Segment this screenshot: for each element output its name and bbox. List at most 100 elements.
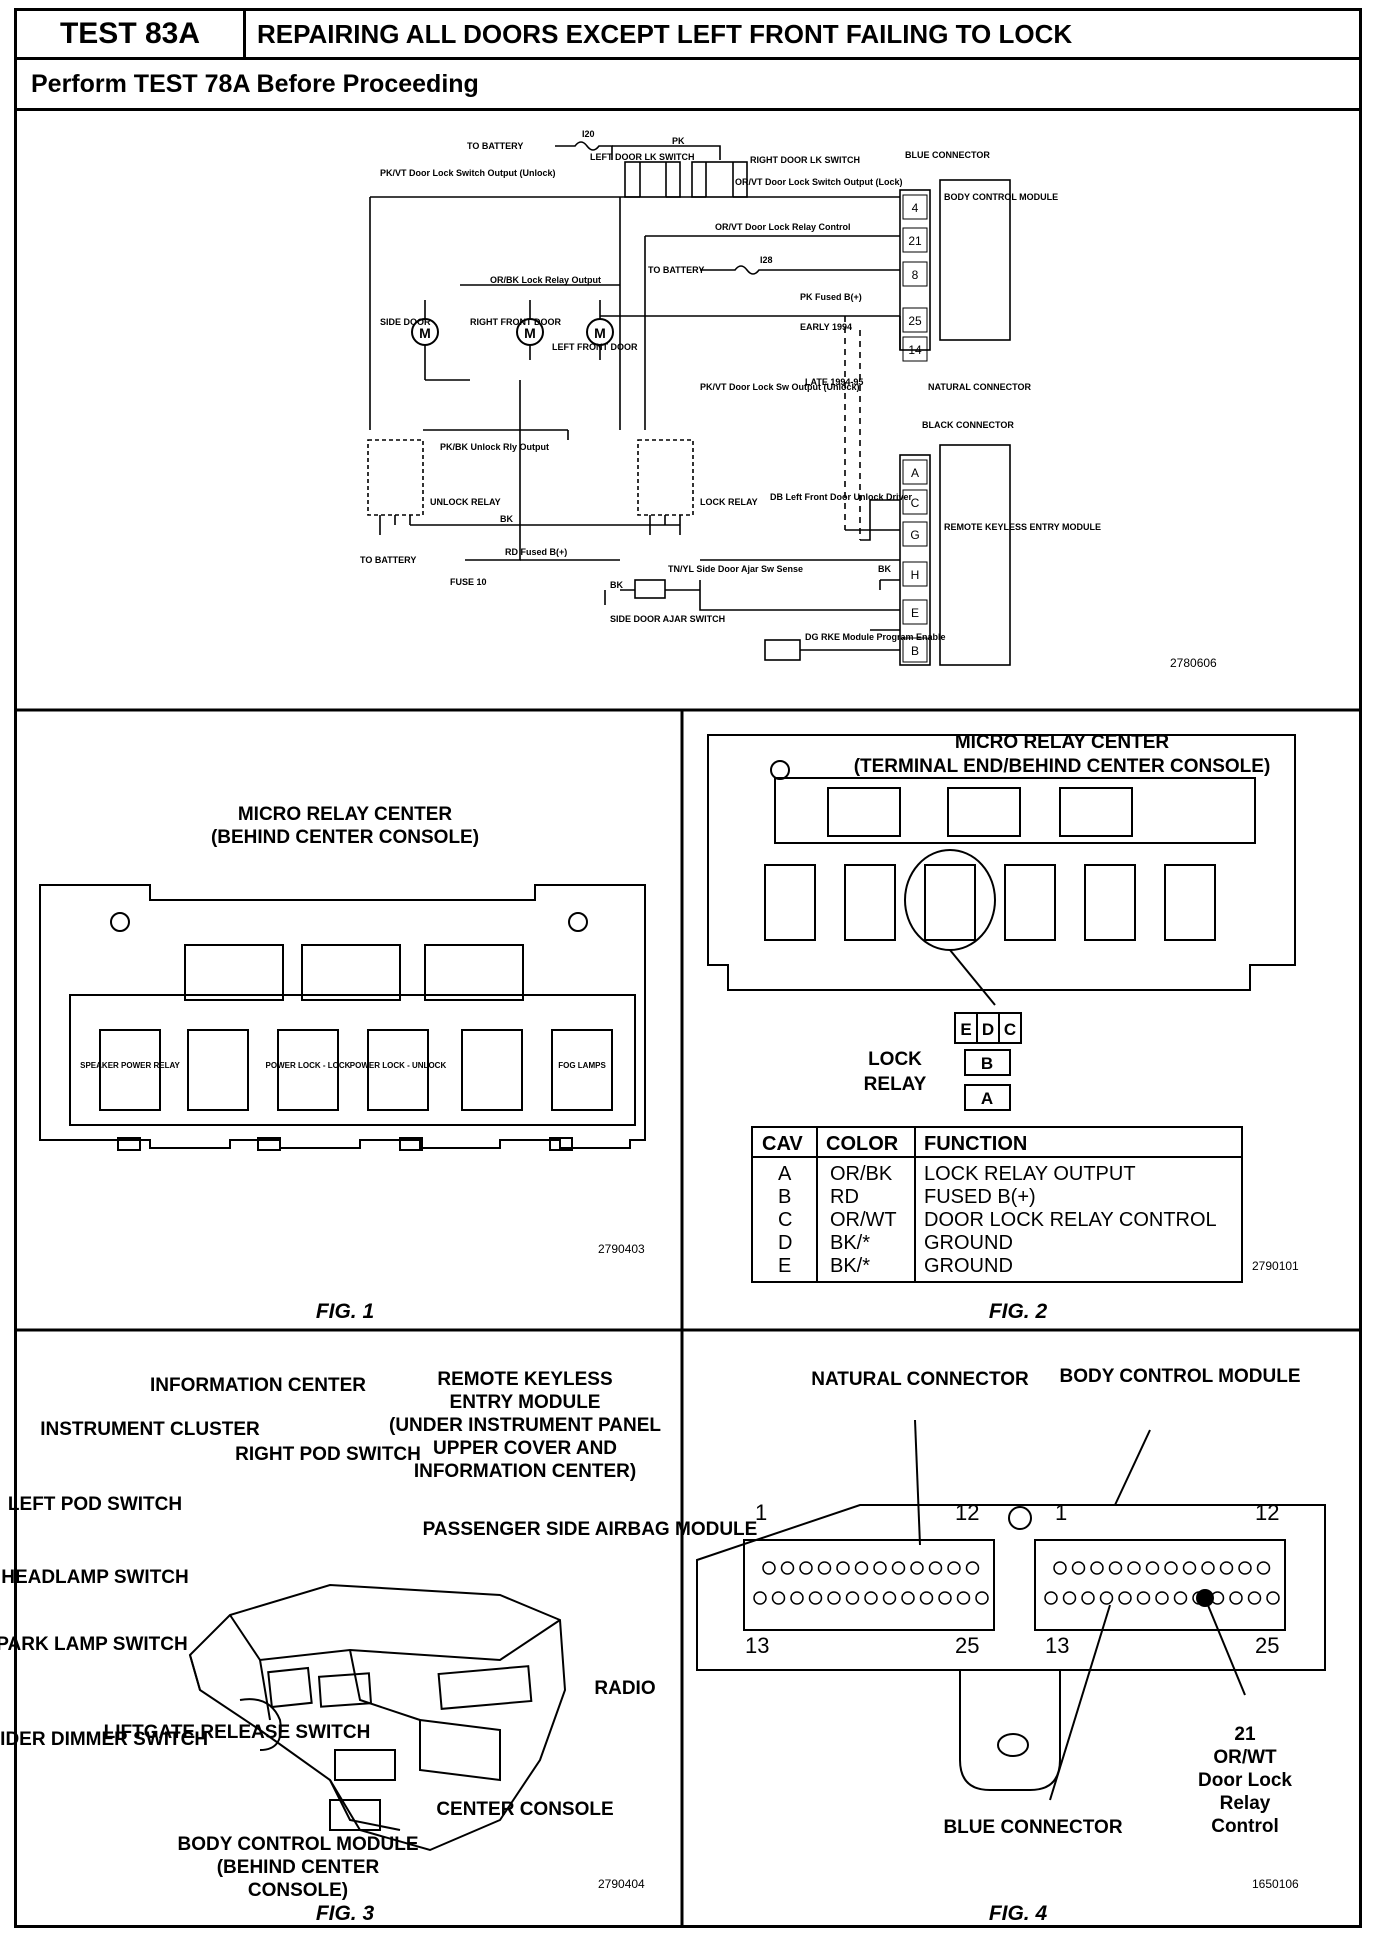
connector-pin-hole — [882, 1591, 897, 1605]
header: TEST 83A REPAIRING ALL DOORS EXCEPT LEFT… — [17, 11, 1359, 60]
label-orvt-relay-control: OR/VT Door Lock Relay Control — [715, 222, 851, 232]
connector-pin-hole — [762, 1561, 776, 1575]
label-bk: BK — [500, 514, 513, 524]
fig3-caption: FIG. 3 — [316, 1902, 375, 1925]
label-rke-2: ENTRY MODULE — [450, 1392, 601, 1413]
connector-pin-hole — [771, 1591, 786, 1605]
label-radio: RADIO — [594, 1678, 655, 1699]
label-blue-connector: BLUE CONNECTOR — [905, 150, 990, 160]
label-slider-dimmer-switch: SLIDER DIMMER SWITCH — [0, 1729, 208, 1750]
fig1-code: 2790403 — [598, 1242, 645, 1256]
label-unlock-relay: UNLOCK RELAY — [430, 497, 501, 507]
connector-pin-hole — [1118, 1591, 1132, 1605]
connector-pin-hole — [1145, 1561, 1160, 1575]
connector-pin-hole — [1247, 1591, 1262, 1605]
table-cell: BK/* — [830, 1255, 870, 1277]
fig4-code: 1650106 — [1252, 1877, 1299, 1891]
pin-label-12-right: 12 — [1255, 1500, 1279, 1525]
label-side-door: SIDE DOOR — [380, 317, 431, 327]
pin-label-12-left: 12 — [955, 1500, 979, 1525]
label-bk-2: BK — [610, 580, 623, 590]
table-cell: GROUND — [924, 1255, 1013, 1277]
pin-label-13-left: 13 — [745, 1633, 769, 1658]
label-side-door-ajar-switch: SIDE DOOR AJAR SWITCH — [610, 614, 725, 624]
label-left-door-switch: LEFT DOOR LK SWITCH — [590, 152, 695, 162]
label-tnyl: TN/YL Side Door Ajar Sw Sense — [668, 564, 803, 574]
connector-pin-hole — [1071, 1561, 1086, 1575]
pin-h: H — [911, 568, 920, 582]
pin-4: 4 — [912, 201, 919, 215]
page-subtitle: Perform TEST 78A Before Proceeding — [17, 60, 1359, 111]
panel-borders — [14, 708, 1362, 1928]
label-blue-connector: BLUE CONNECTOR — [943, 1817, 1122, 1838]
label-to-battery-mid: TO BATTERY — [648, 265, 704, 275]
pin-label-1-left: 1 — [755, 1500, 767, 1525]
pin-a: A — [911, 466, 919, 480]
label-dg: DG RKE Module Program Enable — [805, 632, 946, 642]
pin-c: C — [911, 496, 920, 510]
label-passenger-airbag: PASSENGER SIDE AIRBAG MODULE — [423, 1519, 758, 1540]
label-rke-3: (UNDER INSTRUMENT PANEL — [389, 1415, 661, 1436]
table-cell: C — [778, 1209, 792, 1231]
connector-pin-hole — [891, 1561, 906, 1575]
table-cell: A — [778, 1163, 792, 1185]
fig1-relay-3: POWER LOCK - LOCK — [266, 1061, 351, 1070]
fig2-pin-d: D — [982, 1020, 994, 1039]
connector-pin-hole — [919, 1591, 934, 1605]
connector-pin-hole — [1201, 1561, 1215, 1575]
label-right-pod-switch: RIGHT POD SWITCH — [235, 1444, 421, 1465]
label-information-center: INFORMATION CENTER — [150, 1375, 366, 1396]
label-db: DB Left Front Door Unlock Driver — [770, 492, 913, 502]
table-cell: FUSED B(+) — [924, 1186, 1036, 1208]
label-fuse-10: FUSE 10 — [450, 577, 487, 587]
fig1-relay-center: MICRO RELAY CENTER (BEHIND CENTER CONSOL… — [39, 804, 646, 1323]
connector-pin-hole — [753, 1591, 767, 1605]
connector-pin-hole — [1127, 1561, 1141, 1575]
connector-pin-hole — [817, 1561, 832, 1575]
connector-pin-hole — [845, 1591, 860, 1605]
page-frame: TEST 83A REPAIRING ALL DOORS EXCEPT LEFT… — [14, 8, 1362, 1928]
label-liftgate-release-switch: LIFTGATE RELEASE SWITCH — [104, 1722, 371, 1743]
label-late-1994: LATE 1994-95 — [805, 377, 863, 387]
table-cell: B — [778, 1186, 791, 1208]
label-right-front-door: RIGHT FRONT DOOR — [470, 317, 561, 327]
motor-side-door: M — [419, 325, 431, 341]
label-pk: PK — [672, 136, 685, 146]
fig4-caption: FIG. 4 — [989, 1902, 1048, 1925]
label-fuse-i28: I28 — [760, 255, 773, 265]
fig1-relay-1: SPEAKER POWER RELAY — [80, 1061, 180, 1070]
pin-label-25-right: 25 — [1255, 1633, 1279, 1658]
connector-pin-hole — [790, 1591, 804, 1605]
fig2-pin-e: E — [960, 1020, 971, 1039]
table-cell: DOOR LOCK RELAY CONTROL — [924, 1209, 1217, 1231]
fig2-code: 2790101 — [1252, 1259, 1299, 1273]
pin-21: 21 — [908, 234, 922, 248]
label-rke-5: INFORMATION CENTER) — [414, 1461, 636, 1482]
pin-label-25-left: 25 — [955, 1633, 979, 1658]
fig1-relay-4: POWER LOCK - UNLOCK — [350, 1061, 447, 1070]
label-rke-4: UPPER COVER AND — [433, 1438, 617, 1459]
connector-pin-hole — [799, 1561, 813, 1575]
table-cell: D — [778, 1232, 792, 1254]
pin-b: B — [911, 644, 919, 658]
schematic-code: 2780606 — [1170, 656, 1217, 670]
fig4-bcm-connectors: NATURAL CONNECTOR BODY CONTROL MODULE BL… — [696, 1366, 1326, 1925]
pin-label-13-right: 13 — [1045, 1633, 1069, 1658]
connector-pin-hole — [956, 1591, 971, 1605]
connector-pin-hole — [836, 1561, 850, 1575]
connector-pin-hole — [780, 1561, 795, 1575]
pin-label-1-right: 1 — [1055, 1500, 1067, 1525]
connector-pin-hole — [928, 1561, 943, 1575]
table-cell: BK/* — [830, 1232, 870, 1254]
label-bcm-1: BODY CONTROL MODULE — [177, 1834, 418, 1855]
label-early-1994: EARLY 1994 — [800, 322, 852, 332]
label-to-battery-top: TO BATTERY — [467, 141, 523, 151]
connector-pin-hole — [854, 1561, 869, 1575]
label-pkvt-unlock: PK/VT Door Lock Switch Output (Unlock) — [380, 168, 556, 178]
label-pk-fused: PK Fused B(+) — [800, 292, 862, 302]
connector-pin-hole — [1053, 1561, 1067, 1575]
callout-relay: Relay — [1220, 1793, 1271, 1814]
label-bcm-2: (BEHIND CENTER — [217, 1857, 380, 1878]
connector-pin-hole — [1081, 1591, 1095, 1605]
